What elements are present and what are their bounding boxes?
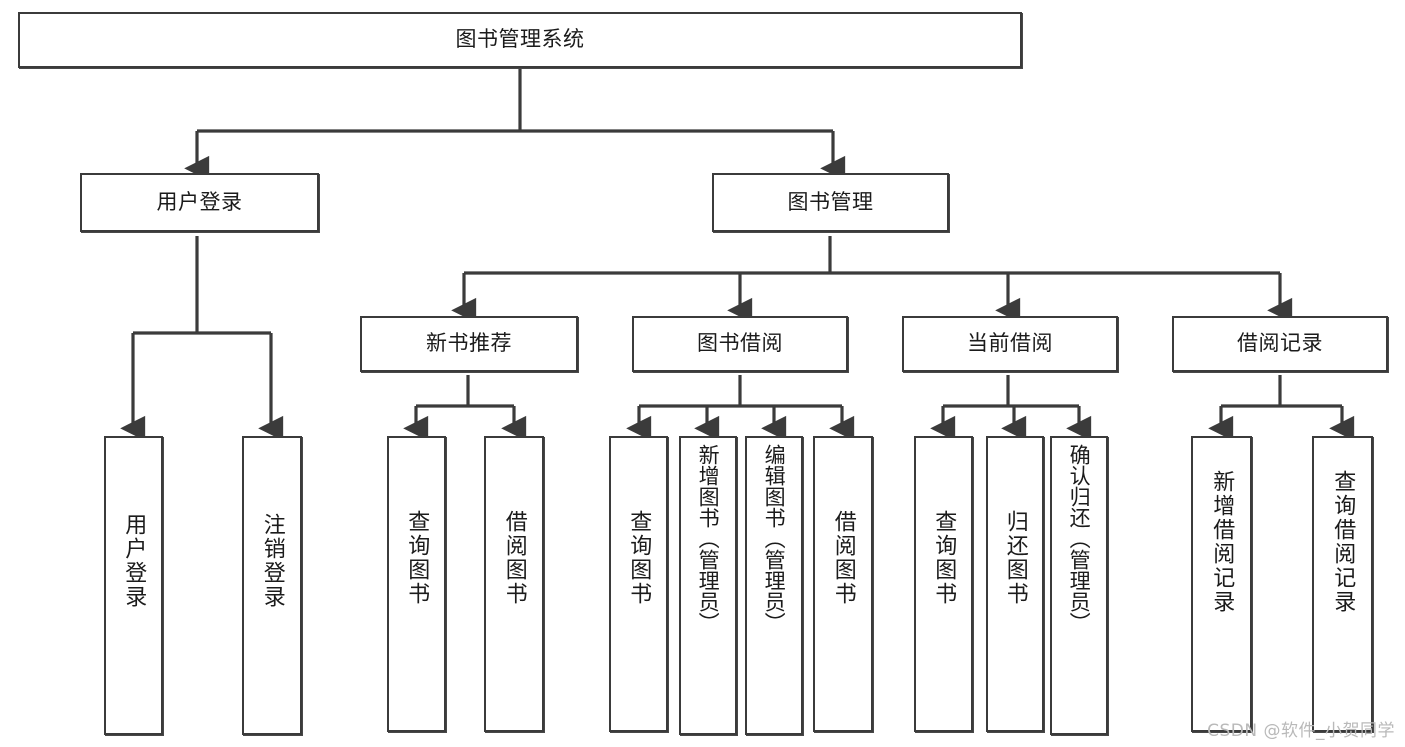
- node-current-borrow[interactable]: 当前借阅: [902, 316, 1118, 372]
- leaf-borrow-book-borrow[interactable]: 借阅图书: [813, 436, 873, 732]
- node-label: 图书管理: [787, 189, 874, 214]
- node-label: 新书推荐: [426, 331, 512, 356]
- leaf-user-login[interactable]: 用户登录: [104, 436, 163, 735]
- node-root-system[interactable]: 图书管理系统: [18, 12, 1022, 68]
- node-label: 借阅图书: [830, 510, 856, 606]
- leaf-query-book-borrow[interactable]: 查询图书: [609, 436, 668, 732]
- node-label: 确认归还（管理员）: [1067, 444, 1092, 633]
- node-label: 用户登录: [121, 513, 147, 609]
- leaf-query-book-recommend[interactable]: 查询图书: [387, 436, 446, 732]
- node-borrow-record[interactable]: 借阅记录: [1172, 316, 1388, 372]
- node-label: 借阅图书: [501, 510, 527, 606]
- watermark-text: CSDN @软件_小贺同学: [1207, 721, 1395, 741]
- node-label: 当前借阅: [967, 331, 1053, 356]
- node-book-borrow[interactable]: 图书借阅: [632, 316, 848, 372]
- node-label: 图书管理系统: [455, 27, 585, 52]
- node-label: 查询图书: [404, 510, 430, 606]
- node-label: 编辑图书（管理员）: [762, 444, 787, 633]
- leaf-query-book-current[interactable]: 查询图书: [914, 436, 973, 732]
- leaf-edit-book-admin[interactable]: 编辑图书（管理员）: [745, 436, 803, 735]
- node-label: 新增借阅记录: [1209, 470, 1235, 614]
- node-label: 用户登录: [156, 189, 243, 214]
- node-label: 查询借阅记录: [1330, 470, 1356, 614]
- node-new-book-recommend[interactable]: 新书推荐: [360, 316, 578, 372]
- node-user-login[interactable]: 用户登录: [80, 173, 319, 232]
- node-label: 查询图书: [931, 510, 957, 606]
- node-book-management[interactable]: 图书管理: [712, 173, 949, 232]
- node-label: 注销登录: [259, 513, 285, 609]
- leaf-borrow-book-recommend[interactable]: 借阅图书: [484, 436, 544, 732]
- node-label: 图书借阅: [697, 331, 783, 356]
- leaf-logout[interactable]: 注销登录: [242, 436, 302, 735]
- leaf-add-borrow-record[interactable]: 新增借阅记录: [1191, 436, 1252, 732]
- node-label: 新增图书（管理员）: [696, 444, 721, 633]
- leaf-add-book-admin[interactable]: 新增图书（管理员）: [679, 436, 737, 735]
- leaf-query-borrow-record[interactable]: 查询借阅记录: [1312, 436, 1373, 732]
- leaf-confirm-return-admin[interactable]: 确认归还（管理员）: [1050, 436, 1108, 735]
- leaf-return-book[interactable]: 归还图书: [986, 436, 1044, 732]
- node-label: 查询图书: [626, 510, 652, 606]
- node-label: 借阅记录: [1237, 331, 1323, 356]
- node-label: 归还图书: [1002, 510, 1028, 606]
